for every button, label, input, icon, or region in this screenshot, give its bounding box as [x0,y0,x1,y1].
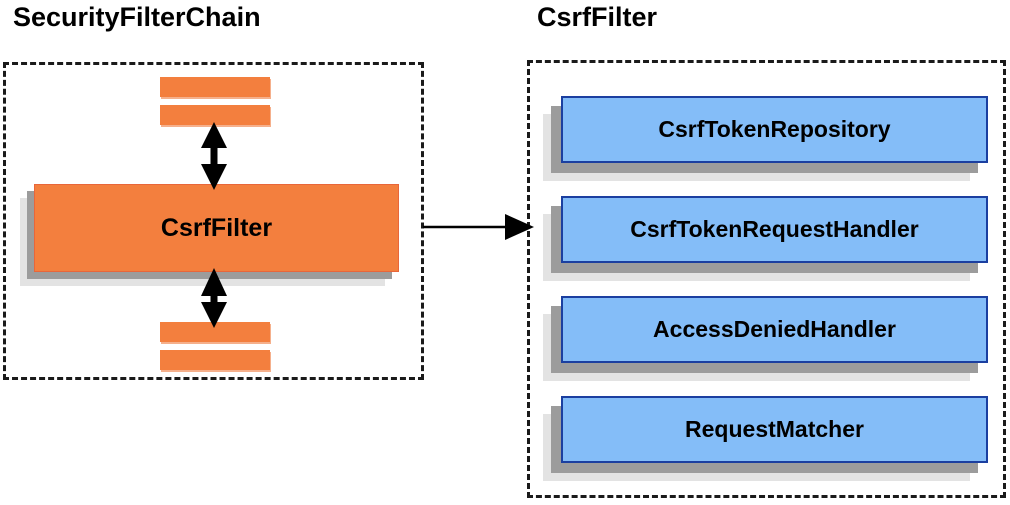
node-csrftokenrepository[interactable]: CsrfTokenRepository [561,96,988,163]
panel-security-filter-chain [3,62,424,380]
panel-title-security-filter-chain: SecurityFilterChain [13,2,261,32]
node-accessdeniedhandler[interactable]: AccessDeniedHandler [561,296,988,363]
node-csrffilter[interactable]: CsrfFilter [34,184,399,272]
panel-csrf-filter [527,60,1006,498]
filter-bar-bottom-1 [160,322,270,342]
arrow-expand-icon [423,214,534,240]
node-csrftokenrequesthandler[interactable]: CsrfTokenRequestHandler [561,196,988,263]
filter-bar-top-2 [160,105,270,125]
filter-bar-top-1 [160,77,270,97]
filter-bar-bottom-2 [160,350,270,370]
node-requestmatcher[interactable]: RequestMatcher [561,396,988,463]
panel-title-csrf-filter: CsrfFilter [537,2,658,32]
